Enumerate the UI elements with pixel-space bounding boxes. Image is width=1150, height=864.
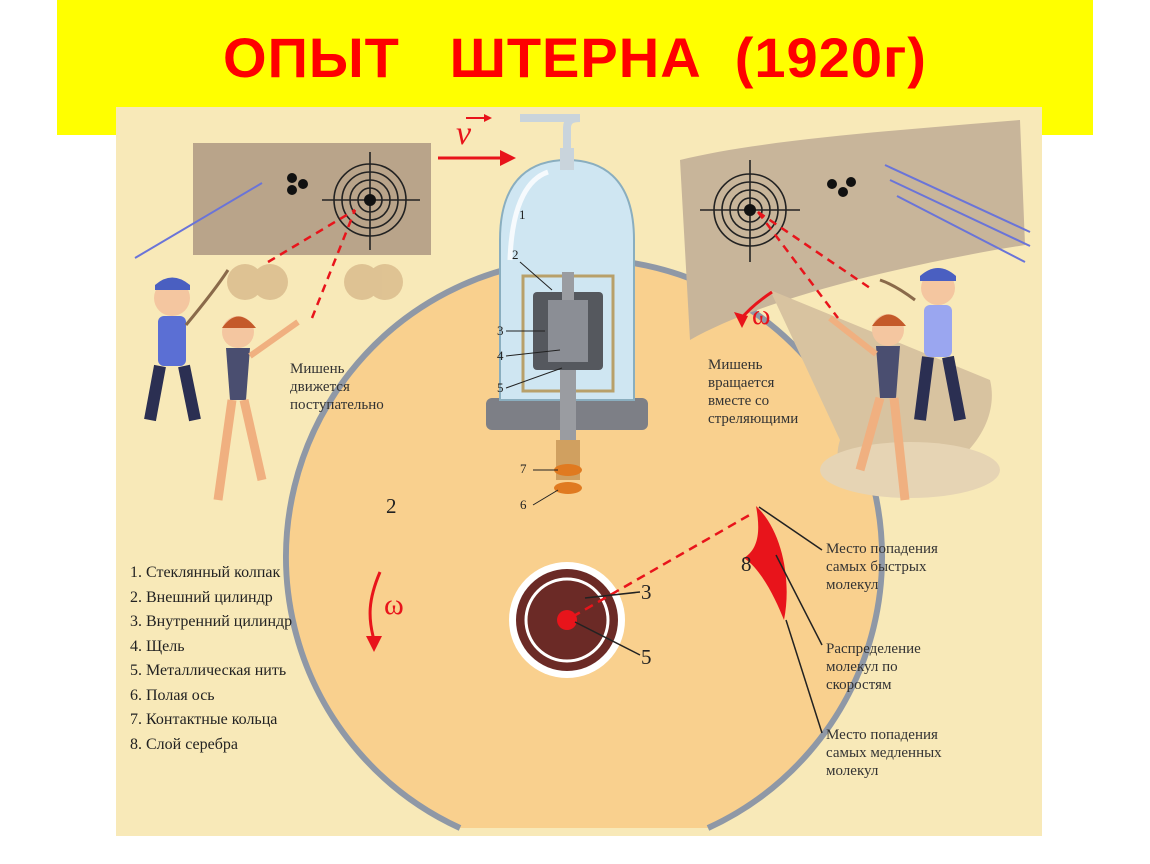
legend-item: 3. Внутренний цилиндр bbox=[130, 613, 293, 630]
legend-item: 1. Стеклянный колпак bbox=[130, 564, 281, 581]
right-caption: Мишень вращается вместе со стреляющими bbox=[708, 357, 799, 427]
legend-item: 4. Щель bbox=[130, 637, 185, 655]
disk-label-outer: 2 bbox=[386, 494, 397, 518]
legend-item: 6. Полая ось bbox=[130, 686, 215, 704]
callout-distribution: Распределение молекул по скоростям bbox=[826, 641, 921, 693]
disk-label-silver: 8 bbox=[741, 552, 752, 576]
moving-target-left bbox=[193, 143, 431, 300]
molecule-path bbox=[571, 511, 754, 619]
disk-label-wire: 5 bbox=[641, 645, 652, 669]
page-title: ОПЫТ ШТЕРНА (1920г) bbox=[223, 26, 927, 89]
legend-item: 7. Контактные кольца bbox=[130, 711, 278, 728]
label-5: 5 bbox=[497, 380, 504, 395]
label-2: 2 bbox=[512, 247, 519, 262]
rotation-arrow bbox=[368, 571, 382, 641]
glass-bell-jar bbox=[486, 114, 648, 494]
label-3: 3 bbox=[497, 323, 504, 338]
callout-slowest: Место попадения самых медленных молекул bbox=[826, 727, 942, 779]
velocity-symbol: v bbox=[456, 115, 472, 152]
label-6: 6 bbox=[520, 497, 527, 512]
left-caption: Мишень движется поступательно bbox=[290, 361, 384, 413]
legend-item: 8. Слой серебра bbox=[130, 735, 238, 753]
shooters-right bbox=[828, 268, 966, 501]
legend-item: 2. Внешний цилиндр bbox=[130, 588, 273, 606]
inner-cylinder bbox=[509, 562, 625, 678]
label-4: 4 bbox=[497, 348, 504, 363]
omega-symbol-disk: ω bbox=[384, 588, 404, 621]
silver-layer bbox=[744, 506, 787, 620]
shooters-left bbox=[144, 269, 300, 501]
legend-item: 5. Металлическая нить bbox=[130, 662, 287, 679]
legend: 1. Стеклянный колпак 2. Внешний цилиндр … bbox=[130, 561, 292, 757]
callout-fastest: Место попадения самых быстрых молекул bbox=[826, 541, 938, 593]
label-7: 7 bbox=[520, 461, 527, 476]
disk-label-inner: 3 bbox=[641, 580, 652, 604]
omega-symbol-target: ω bbox=[752, 300, 771, 331]
label-1: 1 bbox=[519, 207, 526, 222]
